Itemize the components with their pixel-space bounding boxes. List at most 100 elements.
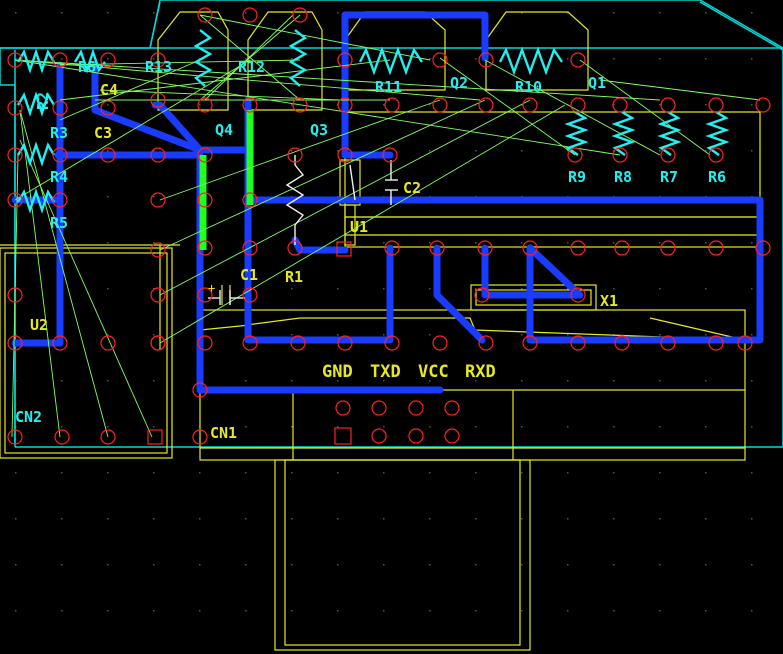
- pad[interactable]: [197, 240, 213, 256]
- pad[interactable]: [444, 400, 460, 416]
- pad[interactable]: [242, 240, 258, 256]
- pad[interactable]: [755, 240, 771, 256]
- pad[interactable]: [7, 429, 23, 445]
- pad[interactable]: [197, 147, 213, 163]
- pad[interactable]: [384, 240, 400, 256]
- pad[interactable]: [150, 192, 166, 208]
- pad[interactable]: [100, 52, 116, 68]
- pad[interactable]: [660, 240, 676, 256]
- pad[interactable]: [570, 335, 586, 351]
- pad[interactable]: [474, 287, 490, 303]
- pad[interactable]: [522, 240, 538, 256]
- pad[interactable]: [287, 240, 303, 256]
- pad[interactable]: [52, 147, 68, 163]
- pad[interactable]: [570, 240, 586, 256]
- pad[interactable]: [570, 52, 586, 68]
- pad[interactable]: [478, 52, 494, 68]
- pad[interactable]: [612, 147, 628, 163]
- pad[interactable]: [478, 335, 494, 351]
- pad[interactable]: [371, 400, 387, 416]
- pad[interactable]: [150, 92, 166, 108]
- pad[interactable]: [708, 240, 724, 256]
- pad[interactable]: [150, 242, 166, 258]
- pad[interactable]: [444, 428, 460, 444]
- pad[interactable]: [478, 97, 494, 113]
- pad[interactable]: [432, 52, 448, 68]
- pad[interactable]: [337, 147, 353, 163]
- pad[interactable]: [7, 287, 23, 303]
- pad[interactable]: [100, 429, 116, 445]
- pad[interactable]: [408, 428, 424, 444]
- pad[interactable]: [477, 240, 493, 256]
- pad[interactable]: [100, 147, 116, 163]
- grid-dot: [153, 196, 155, 198]
- pad[interactable]: [384, 335, 400, 351]
- pad[interactable]: [197, 287, 213, 303]
- pad[interactable]: [612, 97, 628, 113]
- pad[interactable]: [52, 100, 68, 116]
- pad[interactable]: [52, 192, 68, 208]
- pad[interactable]: [192, 382, 208, 398]
- pad[interactable]: [100, 335, 116, 351]
- pad[interactable]: [7, 52, 23, 68]
- pad[interactable]: [242, 97, 258, 113]
- grid-dot: [153, 564, 155, 566]
- pad[interactable]: [52, 335, 68, 351]
- pad[interactable]: [337, 52, 353, 68]
- grid-dot: [429, 104, 431, 106]
- pad[interactable]: [197, 335, 213, 351]
- pad[interactable]: [7, 192, 23, 208]
- pad[interactable]: [708, 97, 724, 113]
- pad[interactable]: [192, 429, 208, 445]
- pad[interactable]: [7, 147, 23, 163]
- pad[interactable]: [150, 287, 166, 303]
- pad[interactable]: [614, 240, 630, 256]
- pad[interactable]: [150, 335, 166, 351]
- pad[interactable]: [755, 97, 771, 113]
- pad[interactable]: [197, 97, 213, 113]
- pad[interactable]: [660, 147, 676, 163]
- pad[interactable]: [522, 97, 538, 113]
- pad[interactable]: [7, 335, 23, 351]
- pad[interactable]: [432, 335, 448, 351]
- pad[interactable]: [337, 335, 353, 351]
- pad[interactable]: [570, 97, 586, 113]
- pad[interactable]: [292, 7, 308, 23]
- pad[interactable]: [100, 100, 116, 116]
- pad[interactable]: [408, 400, 424, 416]
- pad[interactable]: [54, 429, 70, 445]
- pad[interactable]: [614, 335, 630, 351]
- pad[interactable]: [660, 97, 676, 113]
- pad[interactable]: [570, 287, 586, 303]
- pad[interactable]: [371, 428, 387, 444]
- pad[interactable]: [335, 400, 351, 416]
- pad[interactable]: [567, 147, 583, 163]
- pad[interactable]: [287, 147, 303, 163]
- pad[interactable]: [242, 7, 258, 23]
- pad[interactable]: [290, 335, 306, 351]
- pad[interactable]: [384, 97, 400, 113]
- grid-dot: [521, 426, 523, 428]
- pad[interactable]: [337, 97, 353, 113]
- pad[interactable]: [660, 335, 676, 351]
- pad[interactable]: [242, 192, 258, 208]
- pad[interactable]: [150, 52, 166, 68]
- pad[interactable]: [292, 97, 308, 113]
- pad[interactable]: [197, 192, 213, 208]
- pad[interactable]: [52, 52, 68, 68]
- pad[interactable]: [150, 147, 166, 163]
- pad[interactable]: [7, 100, 23, 116]
- pad[interactable]: [197, 7, 213, 23]
- pad[interactable]: [429, 240, 445, 256]
- pad[interactable]: [522, 335, 538, 351]
- pad[interactable]: [737, 335, 753, 351]
- pad[interactable]: [242, 287, 258, 303]
- grid-dot: [567, 288, 569, 290]
- pad[interactable]: [242, 335, 258, 351]
- pad[interactable]: [432, 97, 448, 113]
- pad[interactable]: [708, 147, 724, 163]
- label-r7: R7: [660, 168, 678, 186]
- pad[interactable]: [708, 335, 724, 351]
- pad[interactable]: [382, 147, 398, 163]
